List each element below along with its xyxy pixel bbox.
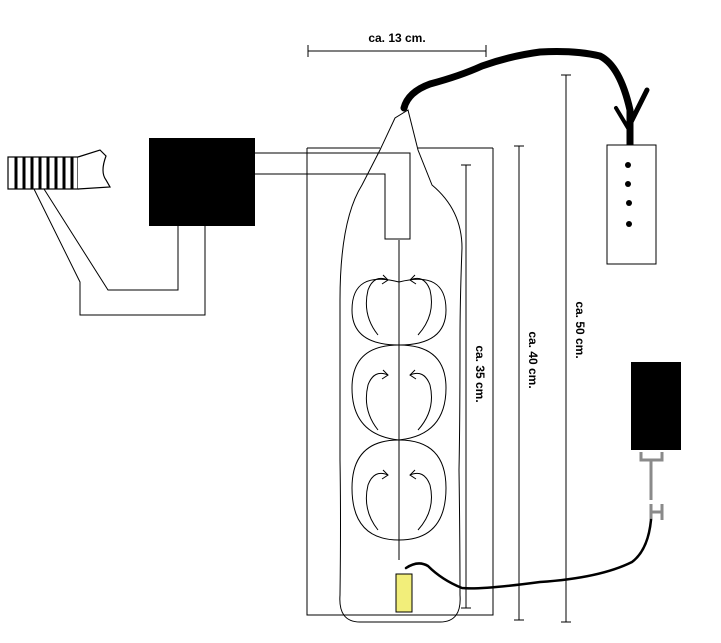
cable-branch: [627, 87, 650, 127]
container-frame: [306, 147, 494, 616]
sensor-probe-icon: [395, 573, 413, 613]
bottle-outline: [339, 109, 463, 623]
label-height-40cm: ca. 40 cm.: [526, 331, 540, 388]
dimension-50cm: [561, 74, 571, 623]
label-width-13cm: ca. 13 cm.: [368, 31, 425, 45]
label-height-35cm: ca. 35 cm.: [473, 345, 487, 402]
dimension-width: [307, 45, 487, 57]
power-box-icon: [631, 362, 681, 450]
sensor-cable: [400, 48, 634, 172]
intake-tube: [33, 188, 206, 316]
outlet-tube: [255, 152, 411, 240]
label-height-50cm: ca. 50 cm.: [573, 301, 587, 358]
valve-icon: [639, 452, 664, 520]
air-filter-icon: [7, 149, 111, 190]
circulation-loops: [351, 278, 447, 541]
dimension-35cm: [461, 164, 471, 609]
flow-arrows: [365, 274, 432, 531]
pump-box-icon: [149, 138, 255, 226]
controller-box-icon: [606, 144, 657, 265]
dimension-40cm: [514, 145, 524, 621]
cable-branch-2: [614, 106, 630, 130]
probe-cable: [404, 518, 653, 590]
